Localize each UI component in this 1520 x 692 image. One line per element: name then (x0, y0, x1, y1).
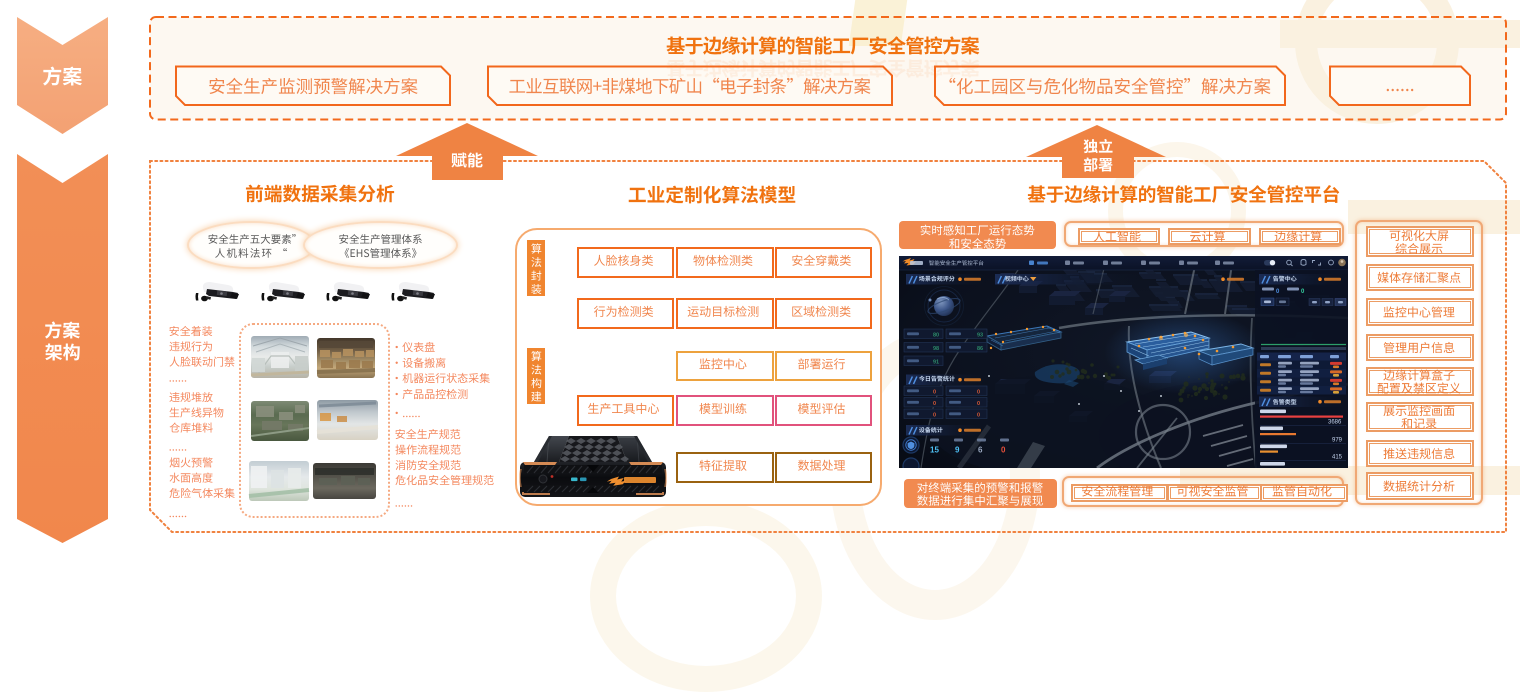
svg-text:0: 0 (977, 401, 980, 407)
svg-text:98: 98 (933, 346, 939, 352)
svg-text:80: 80 (933, 332, 939, 338)
svg-text:3686: 3686 (1328, 420, 1342, 426)
svg-text:0: 0 (933, 412, 936, 418)
svg-text:0: 0 (977, 412, 980, 418)
svg-text:0: 0 (933, 389, 936, 395)
svg-text:979: 979 (1332, 438, 1343, 444)
svg-text:6: 6 (978, 446, 983, 455)
svg-text:415: 415 (1332, 455, 1343, 461)
svg-text:86: 86 (977, 346, 983, 352)
svg-text:0: 0 (1276, 289, 1280, 295)
svg-text:15: 15 (930, 446, 939, 455)
svg-text:93: 93 (977, 332, 983, 338)
svg-text:0: 0 (1001, 446, 1006, 455)
svg-text:0: 0 (977, 389, 980, 395)
svg-text:0: 0 (933, 401, 936, 407)
svg-text:91: 91 (933, 359, 939, 365)
svg-text:0: 0 (1301, 289, 1305, 295)
svg-text:9: 9 (955, 446, 960, 455)
